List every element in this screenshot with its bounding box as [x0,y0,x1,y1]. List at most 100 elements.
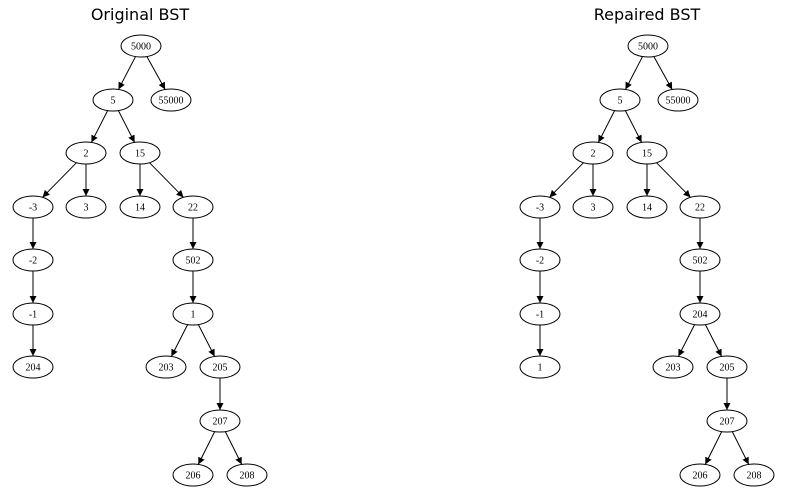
repaired-node-207: 207 [706,409,748,433]
node-label: 206 [693,471,708,482]
original-node-5: 5 [92,88,134,112]
repaired-edge-5000-to-5 [625,56,643,90]
repaired-edge-5-to-15 [624,110,643,143]
node-label: 208 [240,471,255,482]
repaired-edge-5-to-2 [597,110,616,143]
node-ellipse [119,141,161,165]
original-node-207: 207 [199,409,241,433]
original-node-2: 2 [65,141,107,165]
repaired-node-55000: 55000 [657,88,699,112]
node-ellipse [12,195,54,219]
original-node-502: 502 [172,248,214,272]
repaired-node-22: 22 [679,195,721,219]
node-label: -3 [29,203,37,214]
node-ellipse [145,355,187,379]
node-ellipse [199,355,241,379]
node-ellipse [65,141,107,165]
repaired-node-206: 206 [679,463,721,487]
node-label: 55000 [159,96,184,107]
node-label: -2 [536,256,544,267]
node-label: 15 [135,149,145,160]
repaired-node-204: 204 [679,302,721,326]
node-ellipse [226,463,268,487]
repaired-node-3: 3 [572,195,614,219]
original-node-206: 206 [172,463,214,487]
node-label: 55000 [666,96,691,107]
node-ellipse [679,463,721,487]
node-ellipse [657,88,699,112]
node-label: 502 [186,256,201,267]
repaired-node--2: -2 [519,248,561,272]
node-label: 1 [538,363,543,374]
repaired-node-208: 208 [733,463,775,487]
repaired-node--3: -3 [519,195,561,219]
repaired-node-14: 14 [626,195,668,219]
node-label: 203 [159,363,174,374]
node-label: -1 [29,310,37,321]
original-node-22: 22 [172,195,214,219]
repaired-edge-207-to-208 [731,431,750,465]
original-edge-15-to-22 [149,162,184,198]
node-ellipse [679,302,721,326]
node-label: 2 [84,149,89,160]
repaired-edge-204-to-203 [677,324,696,357]
node-ellipse [172,248,214,272]
node-ellipse [733,463,775,487]
repaired-node-15: 15 [626,141,668,165]
repaired-node-502: 502 [679,248,721,272]
original-node--3: -3 [12,195,54,219]
original-node-208: 208 [226,463,268,487]
repaired-node--1: -1 [519,302,561,326]
node-label: 14 [642,203,652,214]
original-edge-1-to-205 [197,324,216,357]
node-ellipse [679,195,721,219]
node-ellipse [519,355,561,379]
repaired-edge-15-to-22 [656,162,691,198]
node-label: 206 [186,471,201,482]
node-label: 204 [26,363,41,374]
node-label: 205 [213,363,228,374]
repaired-node-205: 205 [706,355,748,379]
original-edge-5-to-2 [90,110,109,143]
repaired-node-203: 203 [652,355,694,379]
node-label: 15 [642,149,652,160]
node-ellipse [120,34,162,58]
node-ellipse [572,141,614,165]
repaired-node-5000: 5000 [627,34,669,58]
repaired-edge-207-to-206 [704,431,723,465]
node-ellipse [12,302,54,326]
node-ellipse [599,88,641,112]
original-node-203: 203 [145,355,187,379]
repaired-node-2: 2 [572,141,614,165]
node-label: 3 [591,203,596,214]
node-ellipse [172,302,214,326]
node-ellipse [150,88,192,112]
node-label: -2 [29,256,37,267]
node-label: 5000 [638,42,658,53]
node-ellipse [679,248,721,272]
node-ellipse [626,141,668,165]
node-ellipse [12,355,54,379]
node-label: 3 [84,203,89,214]
node-label: 207 [720,417,735,428]
node-ellipse [706,409,748,433]
original-node-14: 14 [119,195,161,219]
original-node-3: 3 [65,195,107,219]
repaired-edge-204-to-205 [704,324,723,357]
node-label: 207 [213,417,228,428]
node-label: 5 [111,96,116,107]
node-ellipse [519,195,561,219]
repaired-edge-5000-to-55000 [653,56,673,90]
node-label: 5 [618,96,623,107]
original-edge-207-to-206 [197,431,216,465]
original-node-55000: 55000 [150,88,192,112]
node-label: 502 [693,256,708,267]
original-edge-207-to-208 [224,431,243,465]
node-ellipse [65,195,107,219]
original-edge-5000-to-5 [118,56,136,90]
node-ellipse [706,355,748,379]
original-edge-1-to-203 [170,324,189,357]
original-node-204: 204 [12,355,54,379]
node-label: -1 [536,310,544,321]
original-bst-title: Original BST [90,5,190,24]
